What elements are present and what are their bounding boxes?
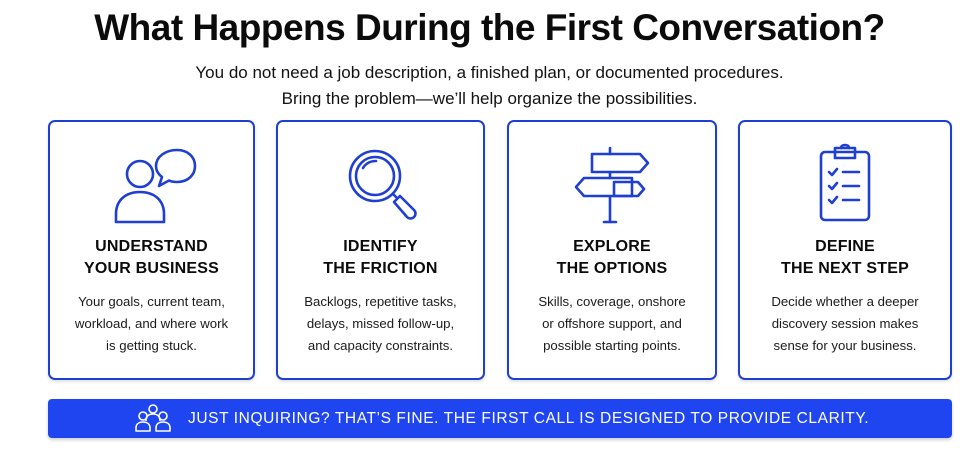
page-title: What Happens During the First Conversati…	[94, 7, 885, 48]
card-define-the-next-step: DEFINE THE NEXT STEP Decide whether a de…	[738, 120, 952, 380]
card-description: Backlogs, repetitive tasks, delays, miss…	[304, 294, 457, 353]
clipboard-checklist-icon	[795, 142, 895, 226]
magnifying-glass-icon	[331, 142, 431, 226]
card-title: IDENTIFY THE FRICTION	[323, 238, 438, 277]
signpost-icon	[562, 142, 662, 226]
page-subtitle: You do not need a job description, a fin…	[0, 60, 979, 112]
card-title: EXPLORE THE OPTIONS	[556, 238, 668, 277]
card-title: DEFINE THE NEXT STEP	[781, 238, 909, 277]
card-description: Skills, coverage, onshore or offshore su…	[538, 294, 686, 353]
card-identify-the-friction: IDENTIFY THE FRICTION Backlogs, repetiti…	[276, 120, 485, 380]
group-icon	[134, 403, 172, 434]
card-title: UNDERSTAND YOUR BUSINESS	[83, 238, 220, 277]
step-cards: UNDERSTAND YOUR BUSINESS Your goals, cur…	[48, 120, 953, 382]
card-description: Decide whether a deeper discovery sessio…	[771, 294, 919, 353]
subtitle-line-2: Bring the problem—we’ll help organize th…	[281, 89, 698, 108]
card-understand-your-business: UNDERSTAND YOUR BUSINESS Your goals, cur…	[48, 120, 255, 380]
card-explore-the-options: EXPLORE THE OPTIONS Skills, coverage, on…	[507, 120, 717, 380]
subtitle-line-1: You do not need a job description, a fin…	[195, 63, 784, 82]
conversation-icon	[102, 142, 202, 226]
banner-text: JUST INQUIRING? THAT’S FINE. THE FIRST C…	[188, 410, 870, 427]
inquiry-banner: JUST INQUIRING? THAT’S FINE. THE FIRST C…	[48, 399, 952, 438]
card-description: Your goals, current team, workload, and …	[74, 294, 229, 353]
